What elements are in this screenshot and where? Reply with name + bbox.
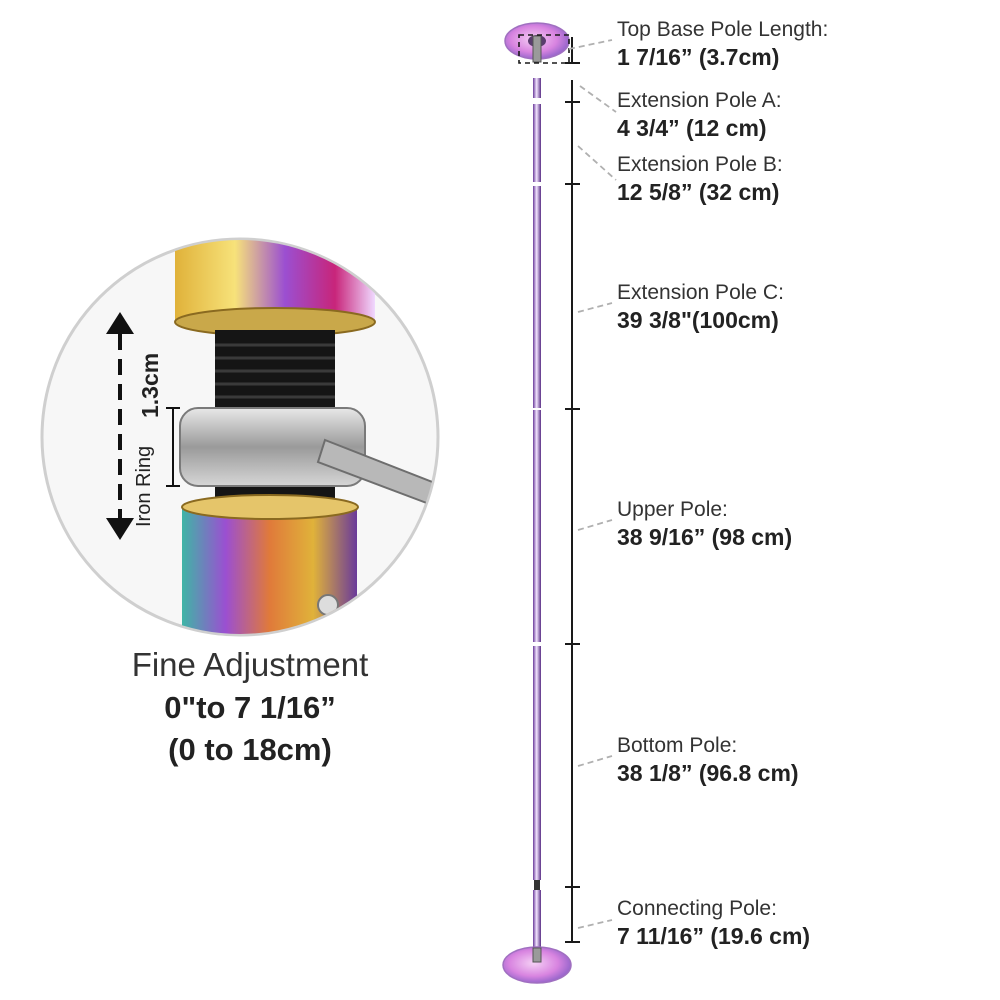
label-name: Top Base Pole Length: [617,18,829,41]
extension-pole-b [533,104,541,182]
iron-ring-label: Iron Ring [133,446,155,527]
leader-lines [568,39,617,929]
iron-ring-bracket [166,407,180,487]
label-value: 39 3/8"(100cm) [617,307,779,334]
adjustment-arrow [106,312,134,540]
label-name: Extension Pole C: [617,281,784,304]
bottom-base-disc [502,946,572,984]
label-name: Extension Pole B: [617,153,783,176]
label-name: Bottom Pole: [617,734,738,757]
fine-adjustment-range-in: 0"to 7 1/16” [164,690,336,725]
label-value: 12 5/8” (32 cm) [617,179,780,206]
label-value: 7 11/16” (19.6 cm) [617,923,811,950]
iron-ring-size: 1.3cm [137,353,163,418]
dimension-lines [518,34,580,943]
label-value: 38 9/16” (98 cm) [617,524,793,551]
fine-adjustment-caption: Fine Adjustment 0"to 7 1/16” (0 to 18cm) [60,646,440,768]
upper-pole [533,410,541,642]
fine-adjustment-detail: Iron Ring 1.3cm [40,237,440,637]
bottom-pole [533,646,541,880]
label-extension-pole-c: Extension Pole C: 39 3/8"(100cm) [617,281,784,334]
label-value: 1 7/16” (3.7cm) [617,44,780,71]
connecting-pole [533,890,541,952]
label-bottom-pole: Bottom Pole: 38 1/8” (96.8 cm) [617,734,799,787]
pole-assembly [502,22,572,984]
label-extension-pole-b: Extension Pole B: 12 5/8” (32 cm) [617,153,783,206]
extension-pole-a [533,78,541,98]
label-top-base: Top Base Pole Length: 1 7/16” (3.7cm) [617,18,828,71]
label-extension-pole-a: Extension Pole A: 4 3/4” (12 cm) [617,89,782,142]
label-value: 38 1/8” (96.8 cm) [617,760,799,787]
top-base-disc [504,22,570,63]
extension-pole-c [533,186,541,408]
label-name: Upper Pole: [617,498,728,521]
label-value: 4 3/4” (12 cm) [617,115,767,142]
label-name: Connecting Pole: [617,897,777,920]
label-connecting-pole: Connecting Pole: 7 11/16” (19.6 cm) [617,897,810,950]
fine-adjustment-title: Fine Adjustment [131,646,369,683]
label-upper-pole: Upper Pole: 38 9/16” (98 cm) [617,498,792,551]
label-name: Extension Pole A: [617,89,782,112]
fine-adjustment-range-cm: (0 to 18cm) [168,732,332,767]
